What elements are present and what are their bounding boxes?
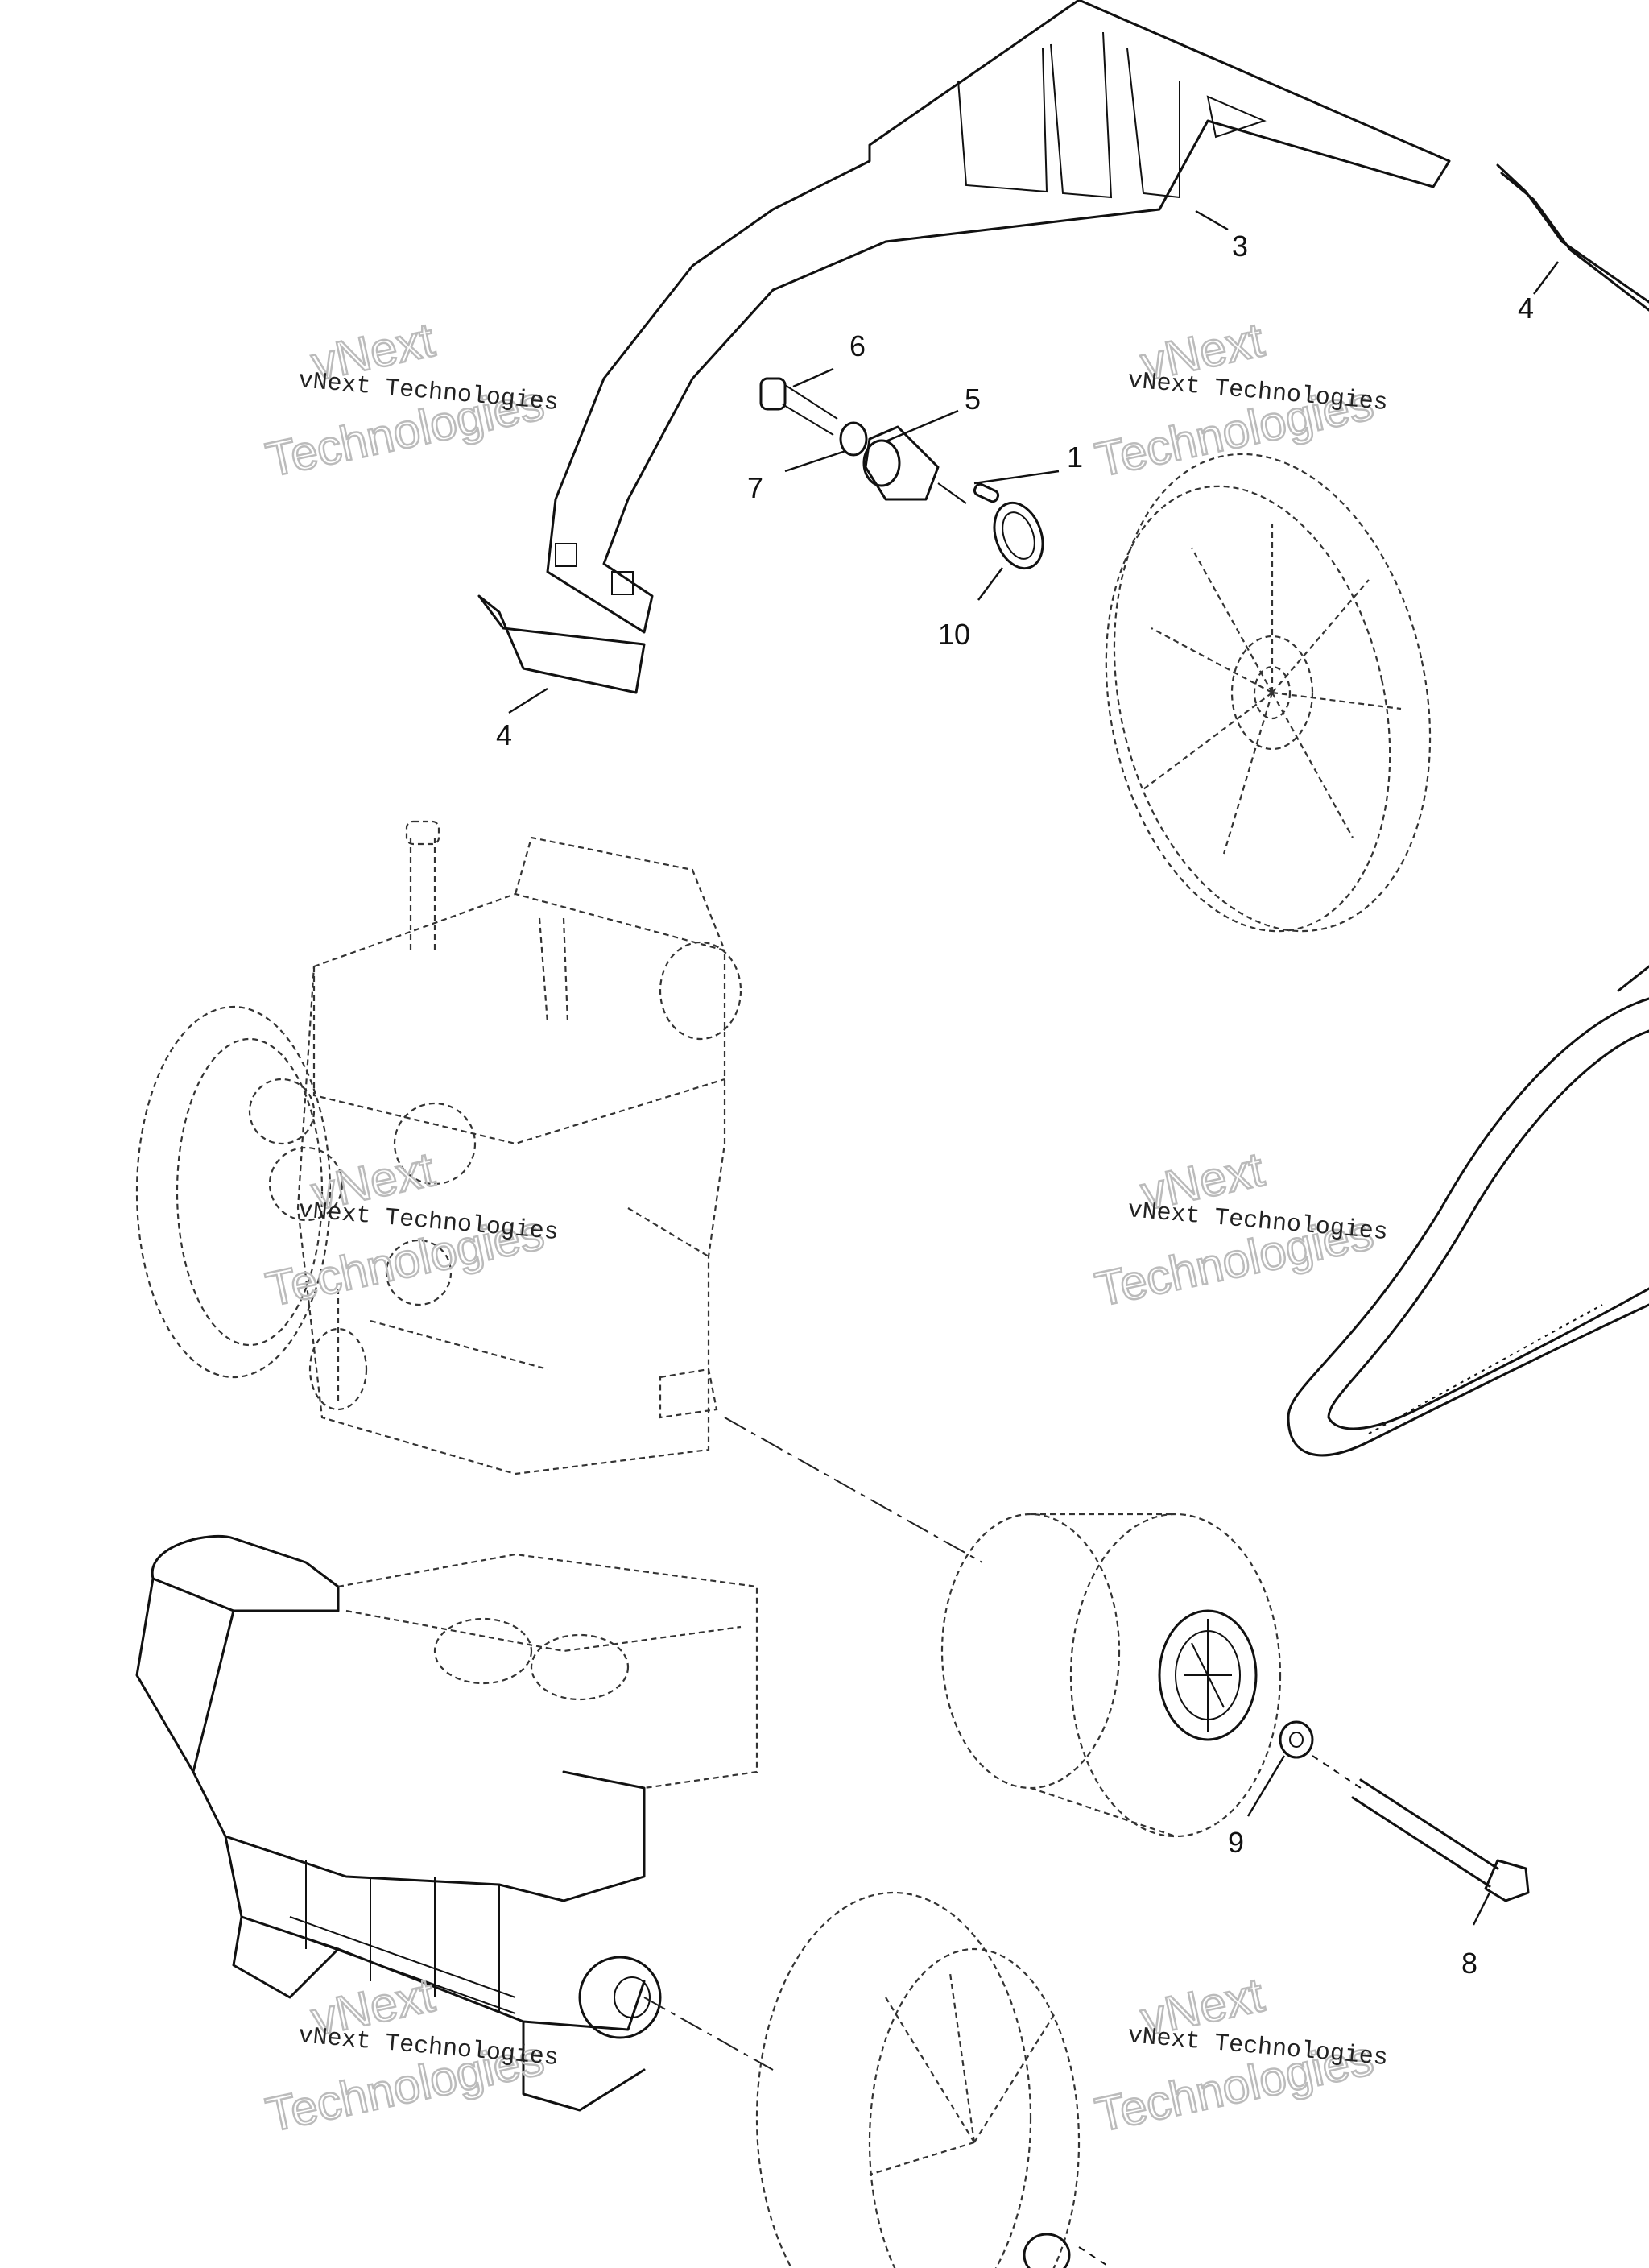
callout-6: 6 [849, 329, 866, 362]
drive-pulley [940, 1513, 1314, 1838]
driven-pulley [1105, 453, 1432, 933]
callout-1: 1 [1067, 441, 1083, 474]
callout-10: 10 [938, 618, 970, 651]
clip-right [1496, 163, 1649, 312]
callout-8: 8 [1461, 1947, 1477, 1980]
fastener-hardware [759, 377, 1044, 570]
callout-9: 9 [1228, 1826, 1244, 1859]
callout-3: 3 [1232, 230, 1248, 263]
centerline-upper [724, 1417, 983, 1563]
leader-lines [508, 209, 1559, 1926]
callout-5: 5 [965, 383, 981, 416]
drive-belt [1287, 965, 1649, 1457]
callout-4-left: 4 [496, 718, 512, 751]
belt-guard [546, 0, 1451, 634]
centerline-lower [643, 1997, 774, 2071]
engine-lower [135, 1534, 758, 2112]
callout-7: 7 [747, 471, 763, 504]
callout-4-right: 4 [1518, 292, 1534, 325]
pulley-bolt [1312, 1755, 1530, 1902]
clip-left [477, 594, 646, 694]
engine-upper [135, 820, 742, 1475]
bottom-pulley [755, 1891, 1112, 2268]
